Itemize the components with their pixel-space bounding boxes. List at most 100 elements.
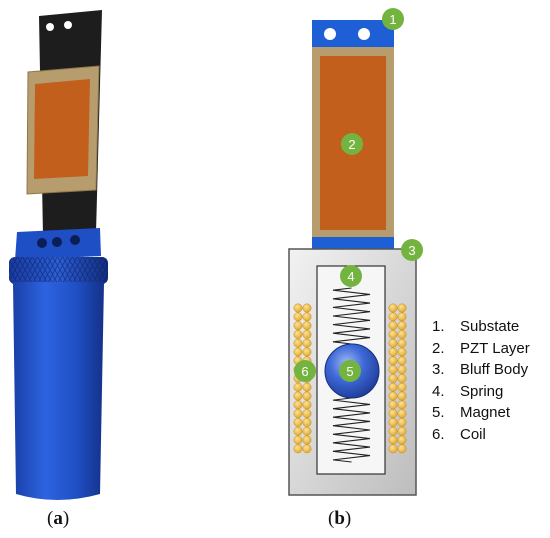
legend-number: 6. [432,425,445,443]
substrate-hole-right [358,28,370,40]
coil-winding [302,426,312,436]
legend-item: 3. Bluff Body [432,359,530,381]
badge-5: 5 [339,360,361,382]
mount-hole-left [46,23,54,31]
coil-winding [293,426,303,436]
coil-winding [388,426,398,436]
clamp-screw-3 [70,235,80,245]
coil-winding [388,303,398,313]
spring-lower [332,397,371,463]
coil-winding [388,382,398,392]
coil-winding [397,391,407,401]
coil-winding [388,444,398,454]
spring-upper [332,287,371,345]
coil-winding [293,382,303,392]
coil-winding [302,338,312,348]
legend-number: 3. [432,361,445,378]
coil-winding [302,321,312,331]
coil-winding [302,409,312,419]
legend-item: 2. PZT Layer [432,338,530,360]
coil-winding [293,444,303,454]
legend-item: 4. Spring [432,381,530,403]
coil-winding [293,400,303,410]
coil-right [388,303,407,454]
legend-label: Magnet [460,404,511,421]
coil-winding [397,409,407,419]
badge-1-label: 1 [389,12,396,27]
badge-6: 6 [294,360,316,382]
legend-label: Coil [460,425,486,443]
coil-winding [293,435,303,445]
coil-winding [293,329,303,339]
coil-winding [302,417,312,427]
knurled-ring-texture [9,257,108,284]
coil-winding [397,303,407,313]
coil-winding [293,417,303,427]
coil-winding [397,417,407,427]
coil-winding [397,373,407,383]
mount-hole-right [64,21,72,29]
coil-winding [302,382,312,392]
badge-1: 1 [382,8,404,30]
legend-number: 5. [432,404,445,421]
coil-winding [397,382,407,392]
coil-winding [293,312,303,322]
coil-winding [388,391,398,401]
panel-b-schematic [288,20,417,496]
legend-label: Substate [460,318,520,335]
badge-5-label: 5 [346,364,353,379]
legend-item: 5. Magnet [432,402,530,424]
coil-winding [293,321,303,331]
coil-winding [302,400,312,410]
badge-3: 3 [401,239,423,261]
badge-3-label: 3 [408,243,415,258]
panel-a-device [9,10,108,500]
coil-winding [388,409,398,419]
coil-winding [293,347,303,357]
coil-winding [293,409,303,419]
badge-2: 2 [341,133,363,155]
panel-a-caption: (a) [47,508,70,529]
legend-label: PZT Layer [460,339,530,357]
coil-winding [388,321,398,331]
legend-item: 6. Coil [432,424,530,446]
coil-winding [397,329,407,339]
coil-winding [397,356,407,366]
coil-winding [302,312,312,322]
coil-winding [397,435,407,445]
coil-winding [302,391,312,401]
coil-winding [302,303,312,313]
panel-b-caption: (b) [328,508,352,529]
coil-winding [397,400,407,410]
coil-winding [388,338,398,348]
pzt-layer-3d [34,79,90,179]
coil-winding [388,329,398,339]
clamp-screw-1 [37,238,47,248]
badge-4-label: 4 [347,269,354,284]
coil-winding [388,347,398,357]
legend-label: Spring [460,382,504,400]
coil-winding [302,347,312,357]
coil-winding [302,444,312,454]
coil-winding [302,329,312,339]
substrate-hole-left [324,28,336,40]
component-legend: 1. Substate 2. PZT Layer 3. Bluff Body 4… [432,316,530,445]
bluff-body-strip [312,237,394,249]
clamp-screw-2 [52,237,62,247]
legend-number: 4. [432,382,445,400]
coil-winding [388,356,398,366]
coil-winding [293,338,303,348]
coil-winding [388,417,398,427]
cylinder-body [13,282,104,500]
coil-winding [388,312,398,322]
badge-6-label: 6 [301,364,308,379]
coil-winding [388,400,398,410]
coil-winding [388,365,398,375]
coil-winding [397,426,407,436]
coil-winding [397,312,407,322]
coil-winding [397,347,407,357]
badge-4: 4 [340,265,362,287]
coil-winding [397,365,407,375]
coil-winding [293,391,303,401]
